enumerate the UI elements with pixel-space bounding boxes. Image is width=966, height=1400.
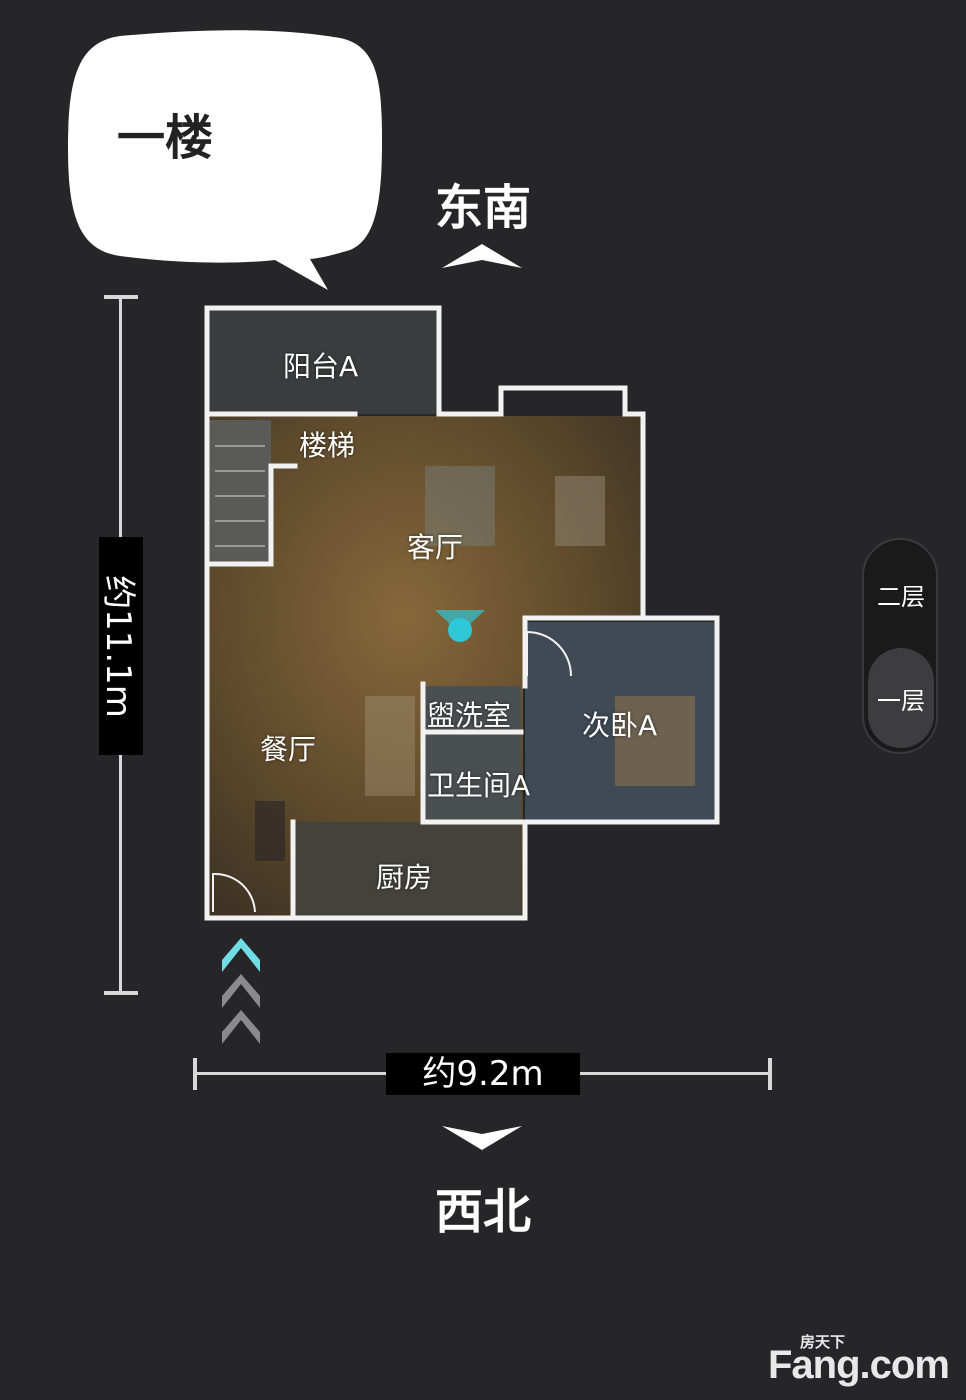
- vertical-dimension-text: 约11.1m: [97, 574, 138, 718]
- floor-switch: 二层 一层: [862, 538, 938, 754]
- horizontal-dimension-cap: [768, 1058, 772, 1090]
- floor-button-lower[interactable]: 一层: [868, 648, 934, 748]
- floor-button-upper[interactable]: 二层: [877, 582, 925, 611]
- room-balcony-label: 阳台A: [283, 350, 359, 383]
- room-kitchen-label: 厨房: [376, 861, 433, 894]
- direction-southeast: 东南: [434, 180, 531, 236]
- horizontal-dimension-cap: [193, 1058, 197, 1090]
- watermark-brand-cn: 房天下: [800, 1333, 846, 1351]
- room-toilet-label: 卫生间A: [427, 769, 531, 802]
- arrow-down-icon: [442, 1126, 522, 1150]
- horizontal-dimension-label: 约9.2m: [386, 1053, 580, 1095]
- room-stairs-label: 楼梯: [299, 429, 356, 462]
- entrance-arrows-icon: [222, 938, 260, 1044]
- arrow-up-icon: [442, 244, 522, 268]
- floorplan-map[interactable]: [195, 296, 735, 936]
- speech-bubble: [68, 30, 382, 290]
- vertical-dimension-cap: [104, 991, 138, 995]
- room-washroom-label: 盥洗室: [427, 699, 512, 732]
- direction-northwest: 西北: [434, 1184, 531, 1240]
- room-second-bedroom-label: 次卧A: [582, 709, 658, 742]
- vertical-dimension-label: 约11.1m: [97, 537, 143, 755]
- room-dining-room-label: 餐厅: [260, 733, 317, 766]
- vertical-dimension-cap: [104, 295, 138, 299]
- watermark-logo: Fang.com: [768, 1343, 950, 1387]
- floor-title: 一楼: [116, 110, 213, 166]
- room-living-room-label: 客厅: [407, 531, 464, 564]
